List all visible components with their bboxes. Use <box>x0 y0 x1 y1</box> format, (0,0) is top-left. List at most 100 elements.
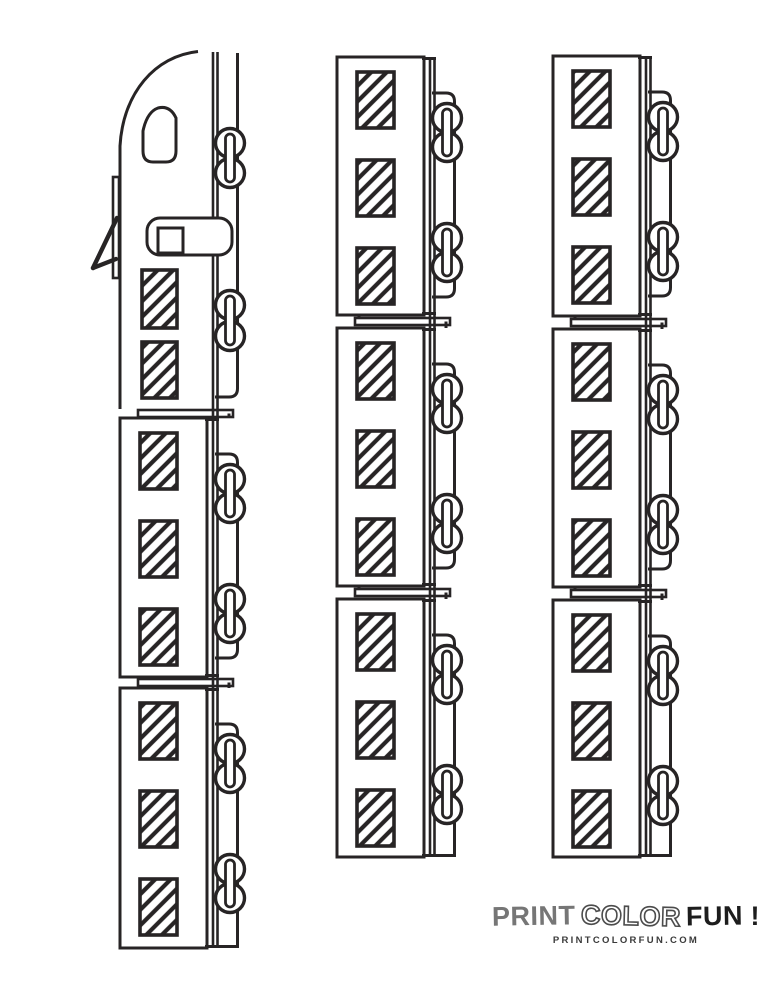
car-body <box>551 327 642 589</box>
locomotive-details <box>90 175 234 280</box>
wheel-axle <box>657 650 669 701</box>
wheel-axle <box>224 468 236 519</box>
car-coupler <box>136 408 235 419</box>
train-coach-car <box>118 686 239 950</box>
locomotive-body <box>118 50 199 409</box>
train-window <box>571 157 612 217</box>
wheel-bogie <box>646 373 680 436</box>
logo-exclamation: ! <box>750 901 760 931</box>
train-column-1 <box>90 50 247 950</box>
train-locomotive <box>118 50 239 409</box>
wheel-bogie <box>430 372 464 435</box>
train-window <box>355 341 396 401</box>
car-coupler <box>569 587 668 600</box>
car-body <box>118 686 209 950</box>
car-body <box>551 54 642 318</box>
train-window <box>138 519 179 579</box>
train-window <box>571 430 612 490</box>
cab-door-window <box>156 226 185 255</box>
car-body <box>335 326 426 588</box>
wheel-bogie <box>646 220 680 283</box>
coupler-bar <box>569 588 668 599</box>
wheel-axle <box>657 379 669 430</box>
wheel-axle <box>441 769 453 820</box>
train-window <box>138 607 179 667</box>
wheel-axle <box>441 649 453 700</box>
bogie-skirt <box>432 91 456 299</box>
wheel-axle <box>224 132 236 184</box>
wheel-bogie <box>213 126 247 190</box>
car-coupler <box>569 316 668 329</box>
wheel-bogie <box>213 852 247 915</box>
wheel-bogie <box>213 582 247 645</box>
train-window <box>571 69 612 129</box>
wheel-axle <box>657 226 669 277</box>
wheel-bogie <box>430 763 464 826</box>
wheel-bogie <box>646 764 680 827</box>
wheel-axle <box>224 294 236 347</box>
bogie-skirt <box>648 90 672 298</box>
wheel-bogie <box>213 288 247 353</box>
windshield-window <box>141 106 178 164</box>
bogie-skirt <box>648 634 672 855</box>
train-window <box>140 340 179 400</box>
wheel-axle <box>657 106 669 157</box>
train-window <box>355 517 396 577</box>
car-coupler <box>353 586 452 599</box>
bogie-skirt <box>432 362 456 570</box>
wheel-axle <box>224 738 236 789</box>
wheel-axle <box>441 378 453 429</box>
train-window <box>355 788 396 848</box>
train-window <box>138 789 179 849</box>
coupler-bar <box>353 587 452 598</box>
train-window <box>571 701 612 761</box>
coupler-bar <box>569 317 668 328</box>
wheel-axle <box>657 770 669 821</box>
car-coupler <box>353 315 452 328</box>
bogie-skirt <box>215 53 239 399</box>
car-coupler <box>136 677 235 688</box>
wheel-axle <box>441 227 453 278</box>
train-window <box>355 612 396 672</box>
printcolorfun-logo: PRINT COLOR FUN ! PRINTCOLORFUN.COM <box>492 899 760 946</box>
train-window <box>355 700 396 760</box>
wheel-bogie <box>430 492 464 555</box>
bogie-skirt <box>215 452 239 660</box>
train-window <box>355 158 396 218</box>
wheel-axle <box>224 858 236 909</box>
train-window <box>571 245 612 305</box>
logo-word-color: COLOR <box>579 899 681 933</box>
coupler-bar <box>136 677 235 688</box>
train-window <box>138 877 179 937</box>
wheel-bogie <box>646 493 680 556</box>
train-window <box>355 70 396 130</box>
wheel-bogie <box>646 100 680 163</box>
wheel-bogie <box>430 643 464 706</box>
bogie-skirt <box>432 633 456 855</box>
logo-site-url: PRINTCOLORFUN.COM <box>552 935 700 946</box>
wheel-axle <box>441 498 453 549</box>
pantograph-arm <box>90 256 119 271</box>
train-window <box>140 268 179 330</box>
train-window <box>571 342 612 402</box>
logo-main-text: PRINT COLOR FUN ! <box>491 899 760 933</box>
car-body <box>335 597 426 859</box>
train-column-3 <box>551 54 680 859</box>
train-column-2 <box>335 55 464 859</box>
logo-word-print: PRINT <box>491 900 576 932</box>
coupler-bar <box>136 408 235 419</box>
train-window <box>138 431 179 491</box>
wheel-axle <box>441 107 453 158</box>
bogie-skirt <box>215 722 239 946</box>
wheel-bogie <box>430 101 464 164</box>
train-window <box>138 701 179 761</box>
train-window <box>571 613 612 673</box>
wheel-bogie <box>213 462 247 525</box>
train-window <box>571 518 612 578</box>
wheel-bogie <box>430 221 464 284</box>
pantograph-arm <box>90 215 120 271</box>
car-body <box>335 55 426 317</box>
wheel-axle <box>657 499 669 550</box>
